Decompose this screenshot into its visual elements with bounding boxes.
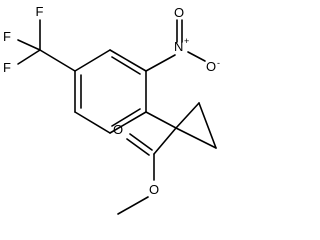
methyl-ester-group: O O xyxy=(113,122,177,215)
bond-ester-o-methyl xyxy=(117,196,149,215)
bond-n-o-side xyxy=(187,51,206,62)
bond-cp-3 xyxy=(175,102,200,129)
bond-ring-nitro xyxy=(145,54,176,72)
bond-carbonyl-b xyxy=(126,138,150,156)
atom-label-carbonyl-o: O xyxy=(113,122,123,137)
ring-double-bond-c3-c4 xyxy=(111,108,141,127)
atom-label-f3: F xyxy=(3,60,11,75)
ring-double-bond-c1-c2 xyxy=(111,56,141,75)
atom-label-nitro-o-side: O xyxy=(206,59,216,74)
trifluoromethyl-group: F F F xyxy=(3,4,76,75)
bond-ring-cyclopropyl xyxy=(145,111,177,129)
bond-ring-cf3 xyxy=(39,49,76,72)
cyclopropane-ring xyxy=(145,102,217,149)
ring-bond-c1-c2 xyxy=(109,49,147,72)
atom-label-f2: F xyxy=(3,29,11,44)
charge-nitro-n: + xyxy=(184,36,189,46)
bond-cp-1 xyxy=(175,127,217,149)
atom-label-f1: F xyxy=(36,4,44,19)
structure-canvas: F F F N + O O - O O xyxy=(3,4,220,215)
molecule-structure: F F F N + O O - O O xyxy=(3,4,220,215)
benzene-ring xyxy=(74,49,147,134)
charge-nitro-o: - xyxy=(217,58,220,68)
bond-c-f3 xyxy=(17,49,41,65)
atom-label-ester-o: O xyxy=(149,182,159,197)
nitro-group: N + O O - xyxy=(145,5,220,74)
ring-bond-c3-c4 xyxy=(109,111,147,134)
bond-cp-2 xyxy=(198,102,217,149)
ring-bond-c4-c5 xyxy=(74,111,111,134)
bond-c-f2 xyxy=(17,39,41,51)
ring-bond-c6-c1 xyxy=(74,49,111,72)
atom-label-nitro-o-top: O xyxy=(174,5,184,20)
bond-cp-carbonyl-c xyxy=(153,127,177,155)
bond-carbonyl-a xyxy=(129,133,153,151)
atom-label-nitro-n: N xyxy=(174,39,183,54)
